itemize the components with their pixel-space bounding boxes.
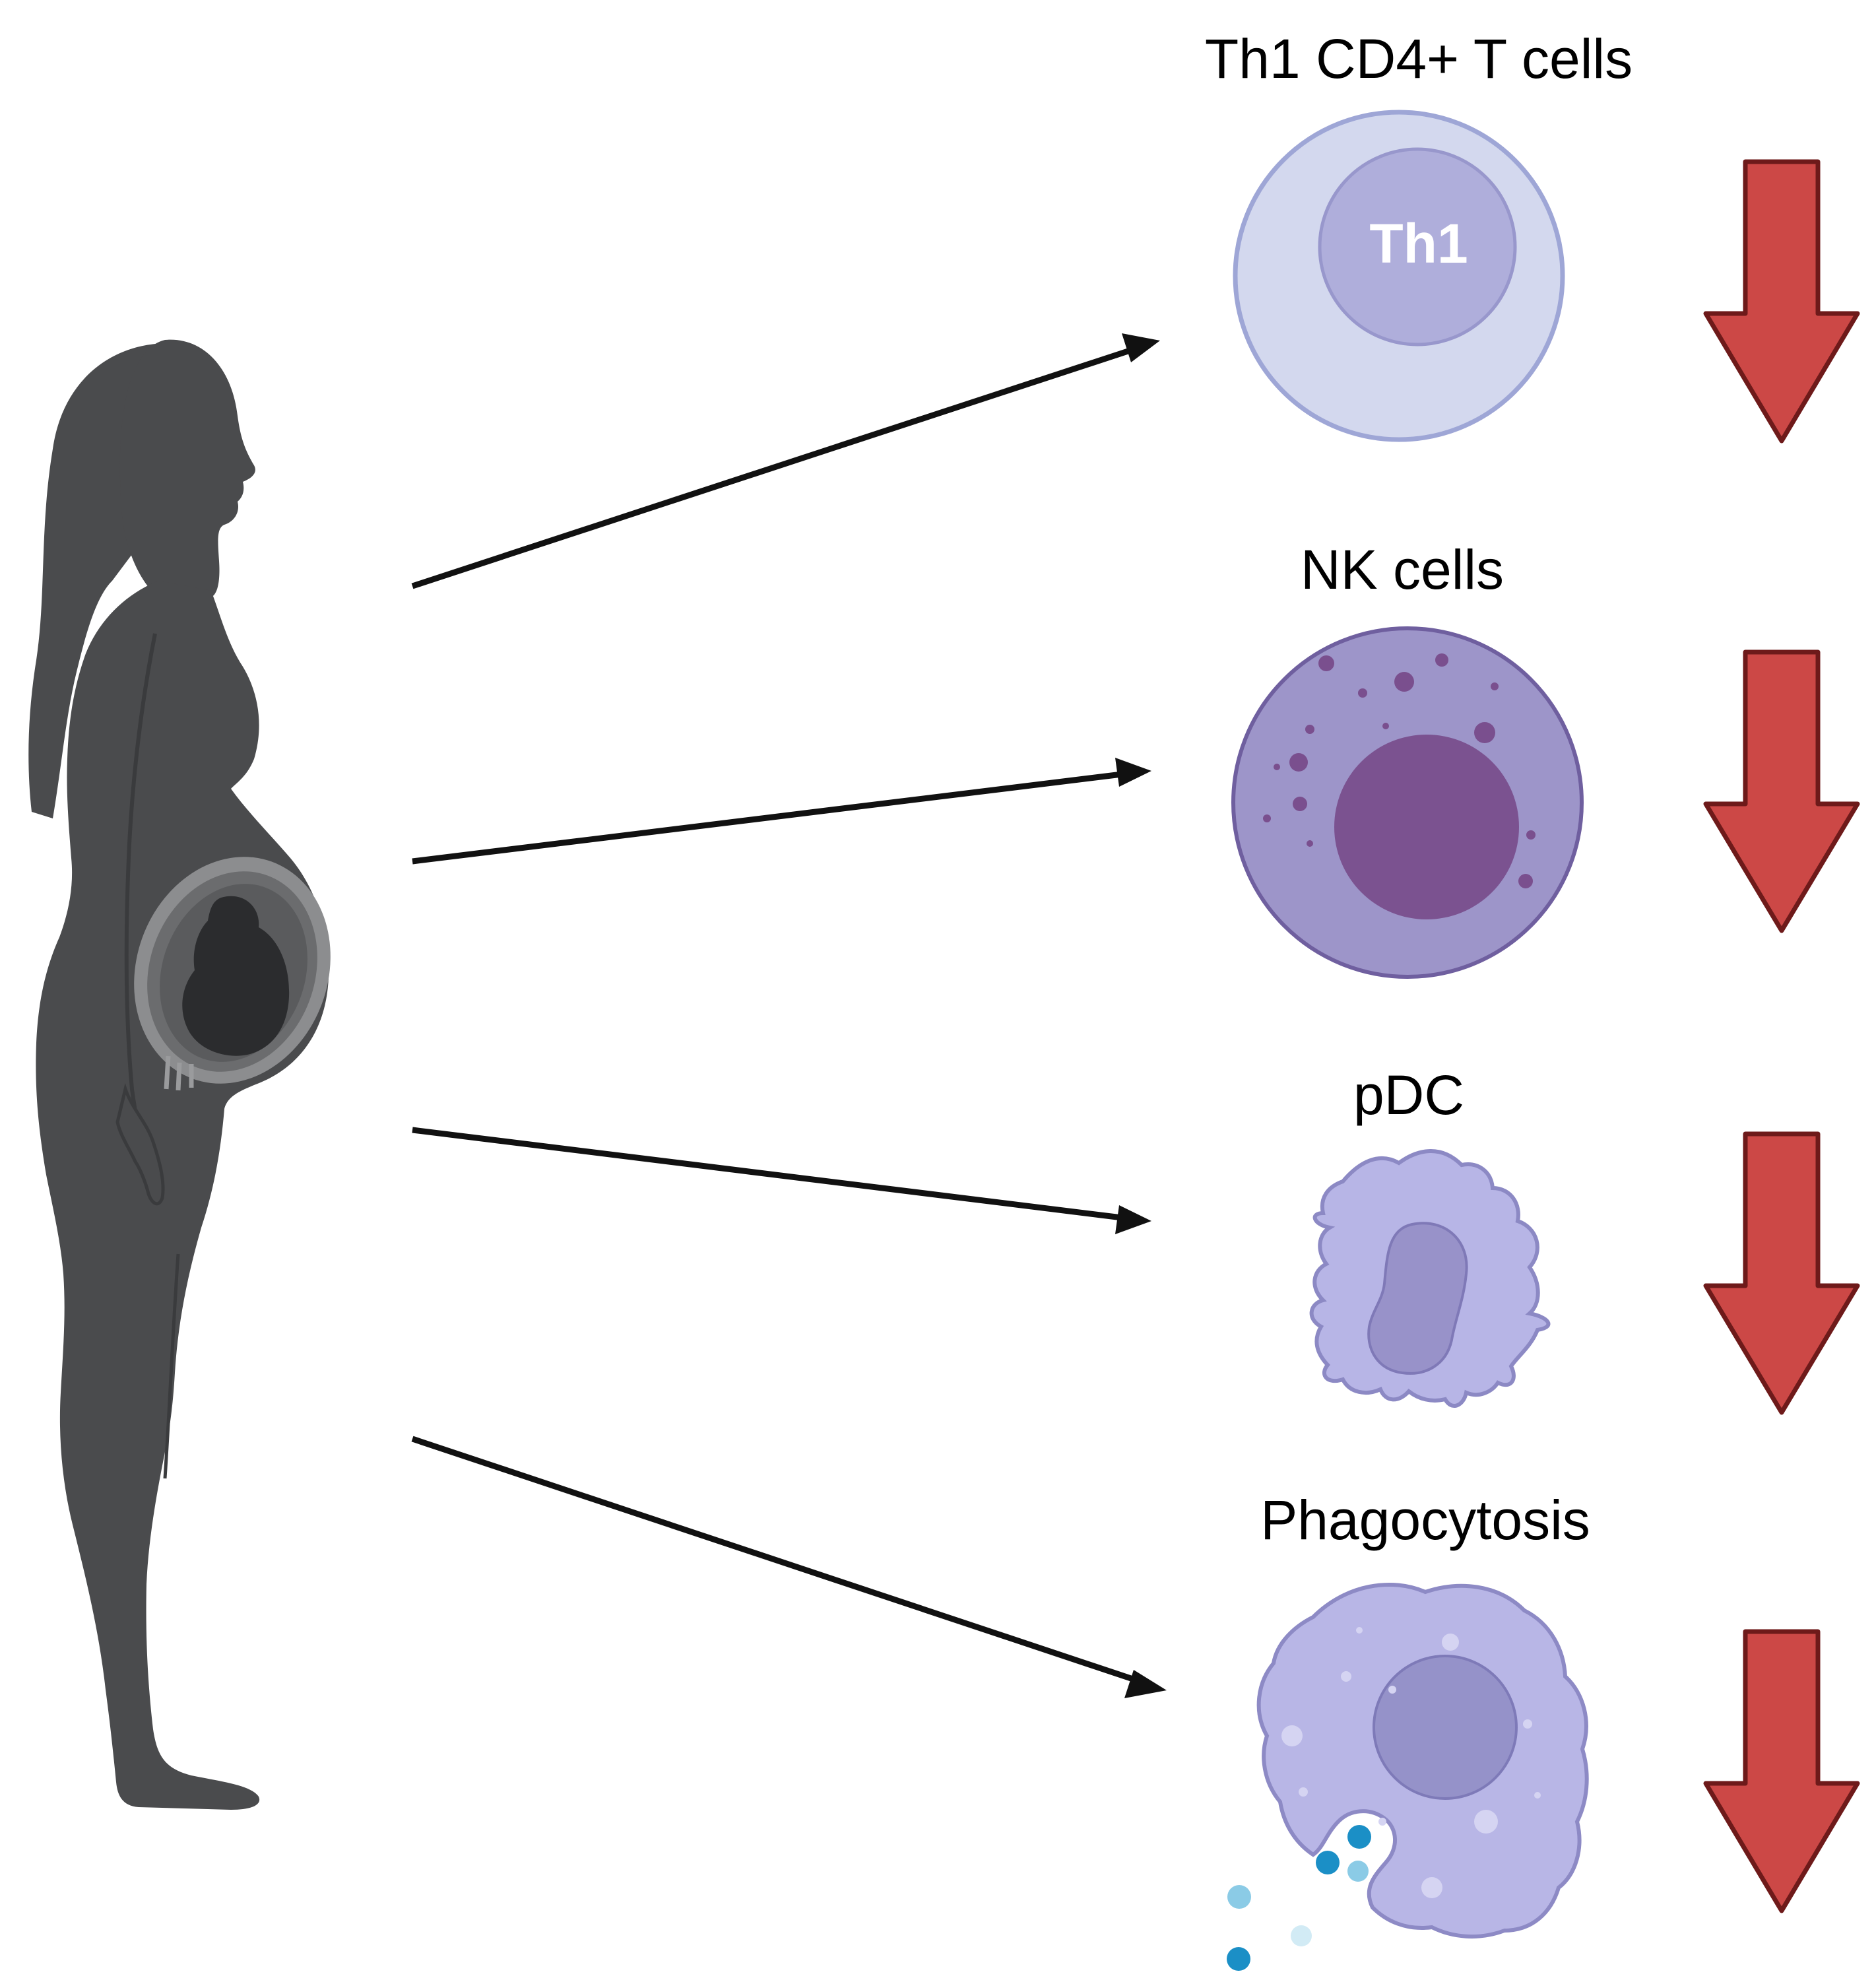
body-shape [36, 581, 329, 1810]
arrow-to-th1 [411, 341, 1149, 589]
arrowhead-phagocytosis [1124, 1670, 1167, 1698]
hand-shape [115, 1082, 165, 1206]
red-down-arrow-icon [1703, 649, 1860, 933]
arrowhead-th1 [1122, 333, 1160, 362]
red-down-arrow-icon [1703, 1629, 1860, 1913]
leg-line [163, 1253, 180, 1479]
fetus-in-womb-icon [134, 857, 331, 1091]
th1-title: Th1 CD4+ T cells [1205, 28, 1633, 90]
phagocytosed-particles [1227, 1825, 1371, 1971]
arrowhead-nk [1115, 758, 1151, 787]
cervix-lines [164, 1055, 194, 1091]
fetus-shape [182, 896, 290, 1056]
arrowhead-pdc [1115, 1205, 1151, 1234]
nk-granules [1263, 653, 1536, 888]
phagocytosis-title: Phagocytosis [1260, 1489, 1590, 1551]
pdc-cell-nucleus [1367, 1222, 1468, 1375]
decrease-indicators [1703, 159, 1860, 1913]
arrow-to-phagocytosis [411, 1436, 1156, 1690]
particle [1227, 1947, 1250, 1971]
connector-arrows [411, 341, 1156, 1690]
phagocytosis-group: Phagocytosis [1227, 1489, 1590, 1971]
particle [1316, 1851, 1340, 1874]
red-down-arrow-icon [1703, 159, 1860, 444]
nk-title: NK cells [1301, 539, 1504, 601]
arrow-to-pdc [412, 1127, 1139, 1223]
phagocyte-nucleus [1373, 1655, 1518, 1800]
particle [1291, 1925, 1312, 1946]
red-down-arrow-icon [1703, 1131, 1860, 1415]
connector-arrowheads [1115, 333, 1167, 1698]
nk-cell-group: NK cells [1231, 539, 1584, 979]
phagocyte-vacuoles [1281, 1627, 1541, 1898]
pdc-title: pDC [1353, 1064, 1464, 1126]
particle [1347, 1861, 1369, 1882]
th1-cell-group: Th1 CD4+ T cells Th1 [1205, 28, 1633, 442]
head-shape [119, 339, 255, 597]
particle [1227, 1885, 1251, 1909]
th1-cell-nucleus [1318, 147, 1517, 347]
particle [1347, 1825, 1371, 1849]
arrow-to-nk [412, 769, 1139, 865]
th1-nucleus-label: Th1 [1369, 213, 1468, 275]
pdc-cell-group: pDC [1309, 1064, 1551, 1408]
nk-cell-nucleus [1334, 735, 1519, 919]
